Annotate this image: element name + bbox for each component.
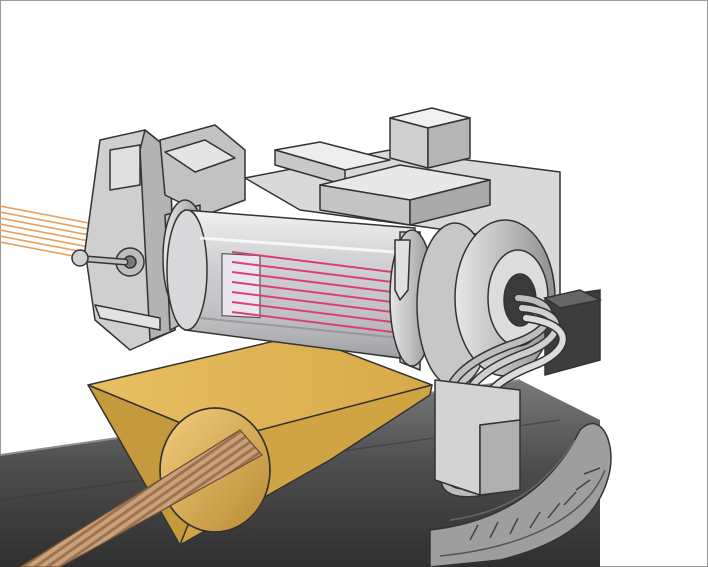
glass-cylinder-icon bbox=[166, 209, 416, 361]
pink-fibers-icon bbox=[231, 251, 393, 333]
cable-chain-icon bbox=[429, 422, 612, 567]
front-bracket-icon bbox=[394, 239, 521, 496]
lead-screw-icon bbox=[18, 429, 263, 567]
